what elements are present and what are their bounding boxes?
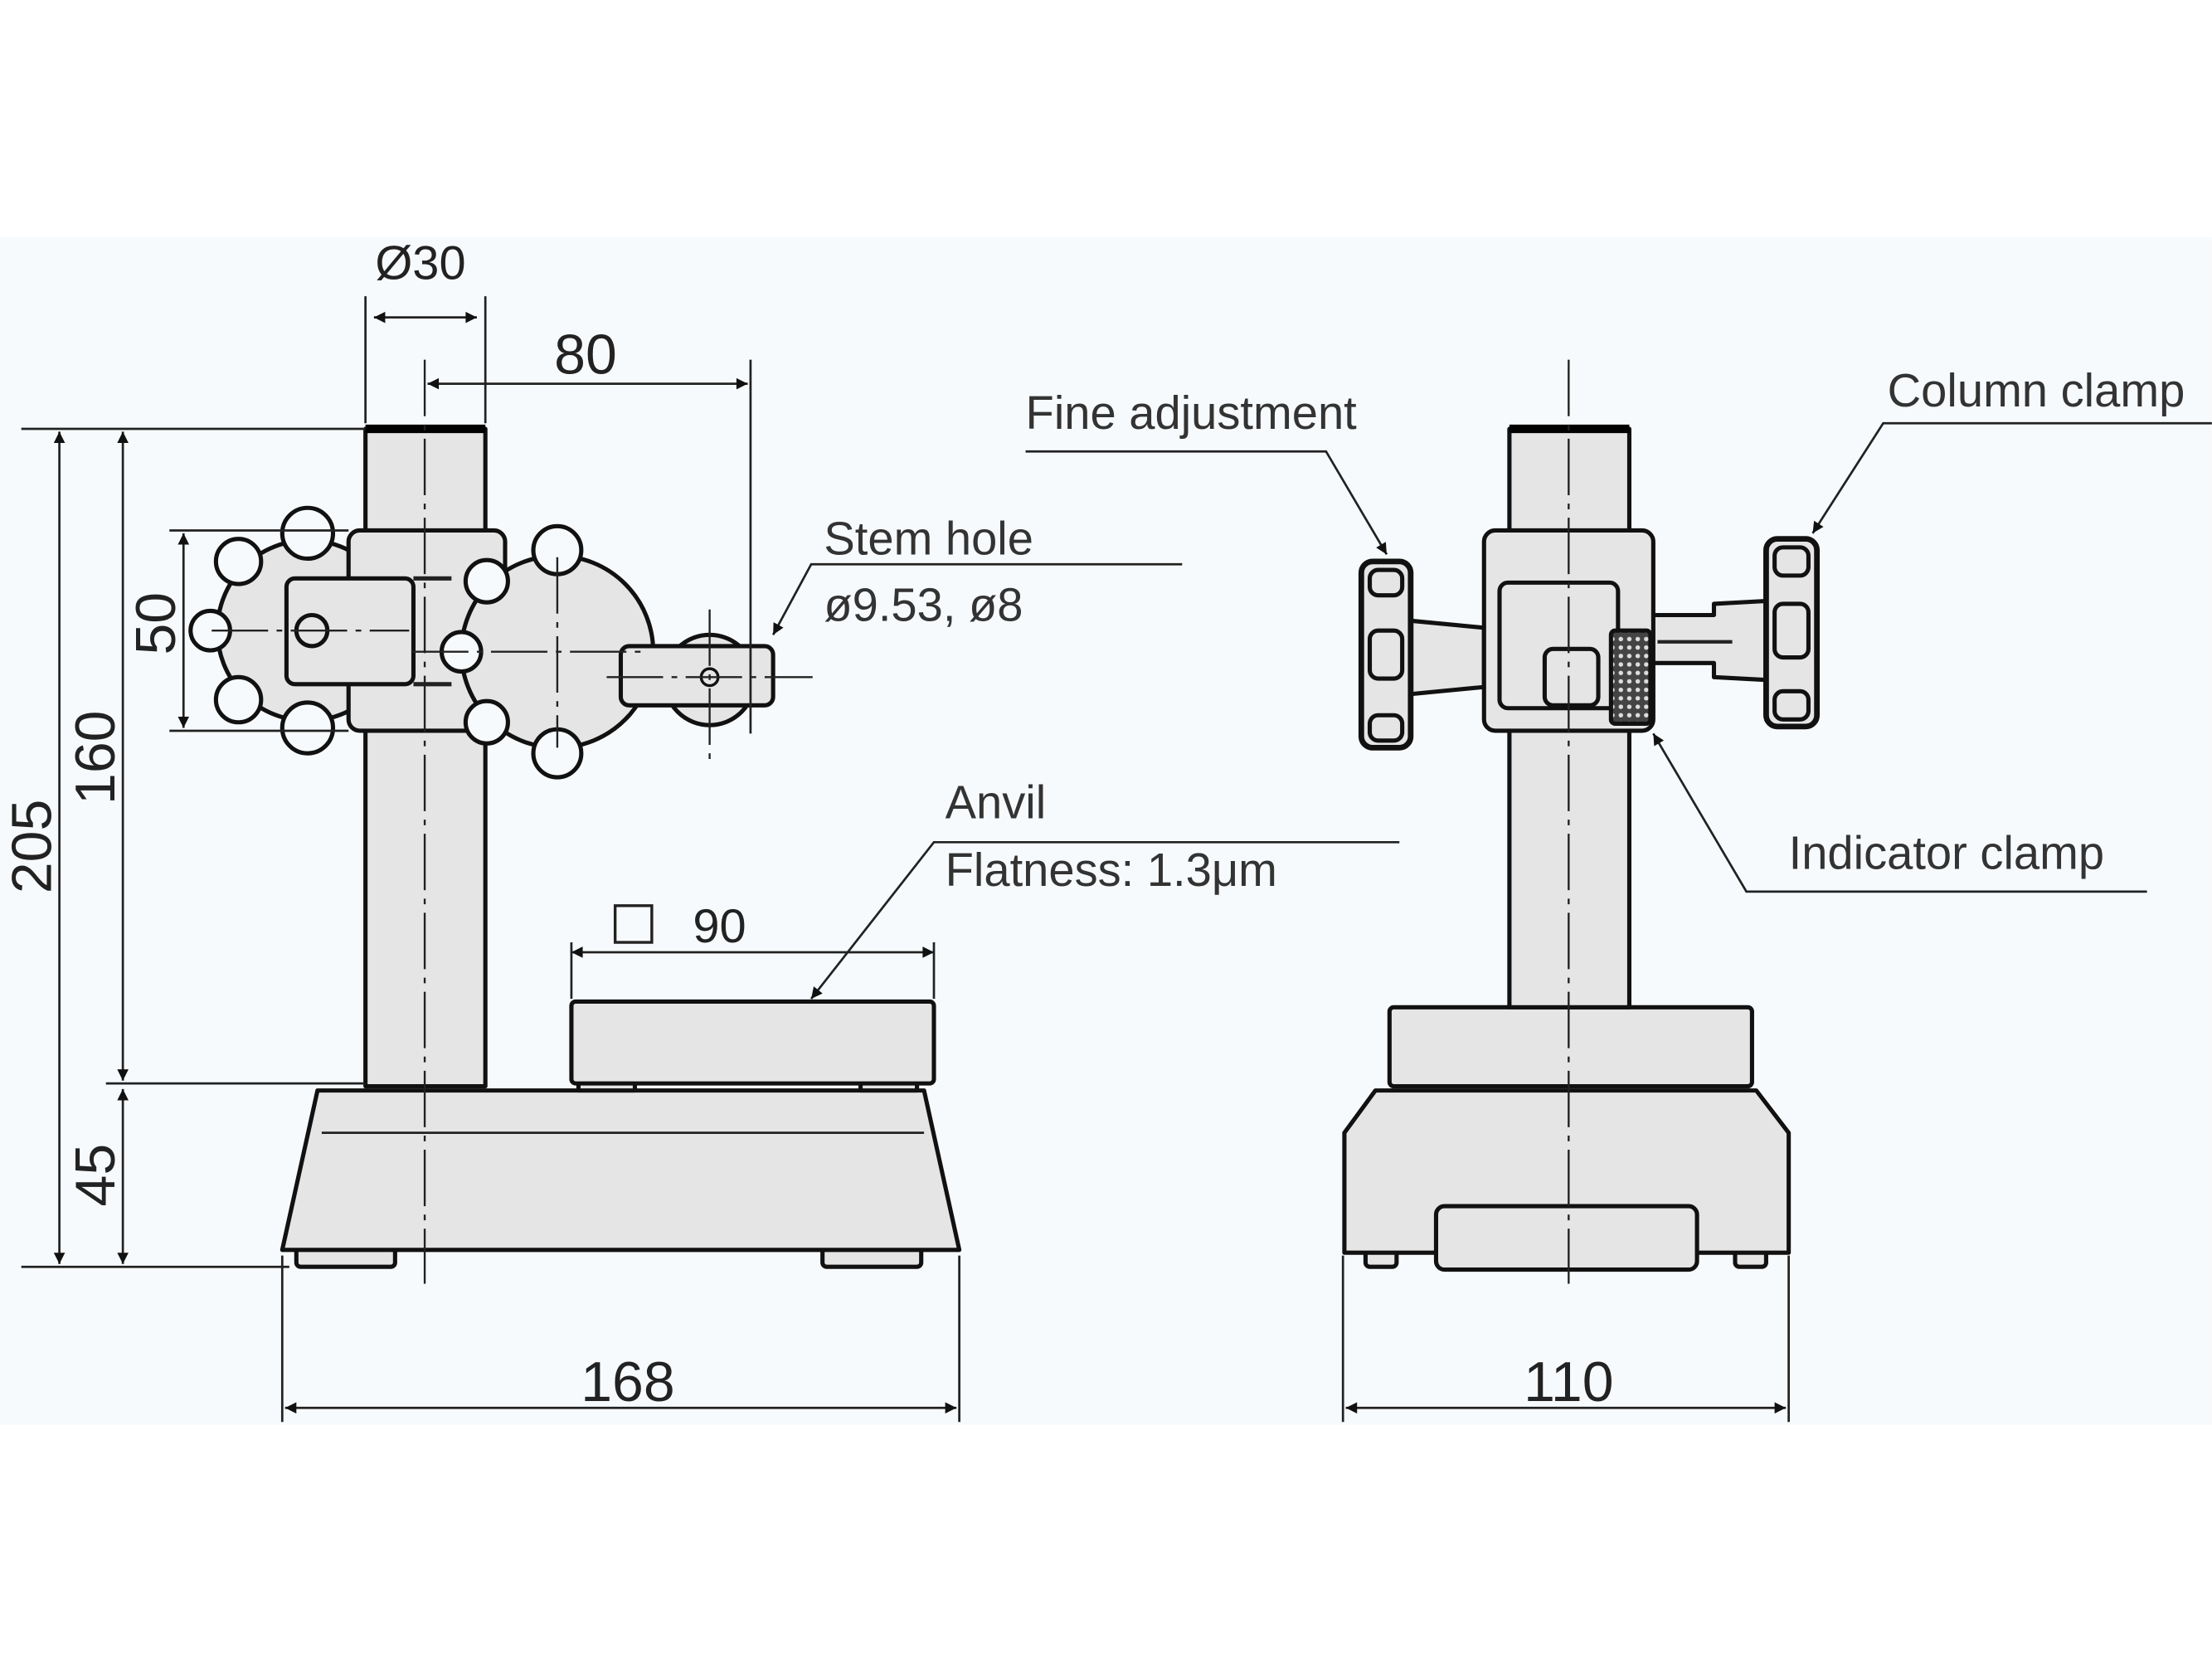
front-clamp-slider — [1542, 646, 1601, 708]
dim-base-height: 45 — [64, 1144, 127, 1207]
label-fine-adjustment: Fine adjustment — [1026, 387, 1358, 439]
dim-clamp-height: 50 — [124, 592, 187, 655]
label-stem-hole: Stem hole — [824, 512, 1033, 564]
dim-arm-reach: 80 — [554, 324, 617, 387]
indicator-arm — [618, 644, 775, 708]
label-column-clamp: Column clamp — [1888, 364, 2185, 416]
fine-adjustment-wheel — [1358, 558, 1414, 751]
square-symbol — [613, 904, 654, 944]
front-view — [1342, 359, 1821, 1284]
dim-base-depth: 168 — [581, 1350, 674, 1413]
dim-total-height: 205 — [0, 800, 63, 893]
front-view-annotations: 110 Fine adjustment Column clamp Indicat… — [1025, 364, 2212, 1423]
dim-anvil-size: 90 — [693, 900, 746, 953]
label-indicator-clamp: Indicator clamp — [1789, 827, 2104, 879]
front-anvil — [1387, 1005, 1754, 1089]
side-view-labels: Stem hole ø9.53, ø8 Anvil Flatness: 1.3μ… — [771, 512, 1400, 1000]
dim-column-height: 160 — [64, 711, 127, 805]
side-view — [188, 359, 962, 1284]
label-anvil: Anvil — [946, 776, 1047, 828]
label-anvil-flatness: Flatness: 1.3μm — [946, 844, 1277, 896]
label-stem-hole-sizes: ø9.53, ø8 — [824, 578, 1023, 630]
base — [280, 1088, 962, 1253]
fine-adjustment-shaft — [1408, 618, 1486, 697]
anvil — [569, 999, 936, 1086]
column-clamp-wheel — [1763, 536, 1821, 730]
clamp-inner — [284, 576, 416, 687]
side-view-dimensions: 205 160 45 50 Ø30 80 168 90 — [0, 237, 960, 1423]
indicator-clamp-knurl — [1608, 628, 1653, 726]
base-slot — [1433, 1204, 1699, 1272]
dim-column-diameter: Ø30 — [375, 237, 465, 290]
dim-base-width: 110 — [1524, 1350, 1613, 1413]
